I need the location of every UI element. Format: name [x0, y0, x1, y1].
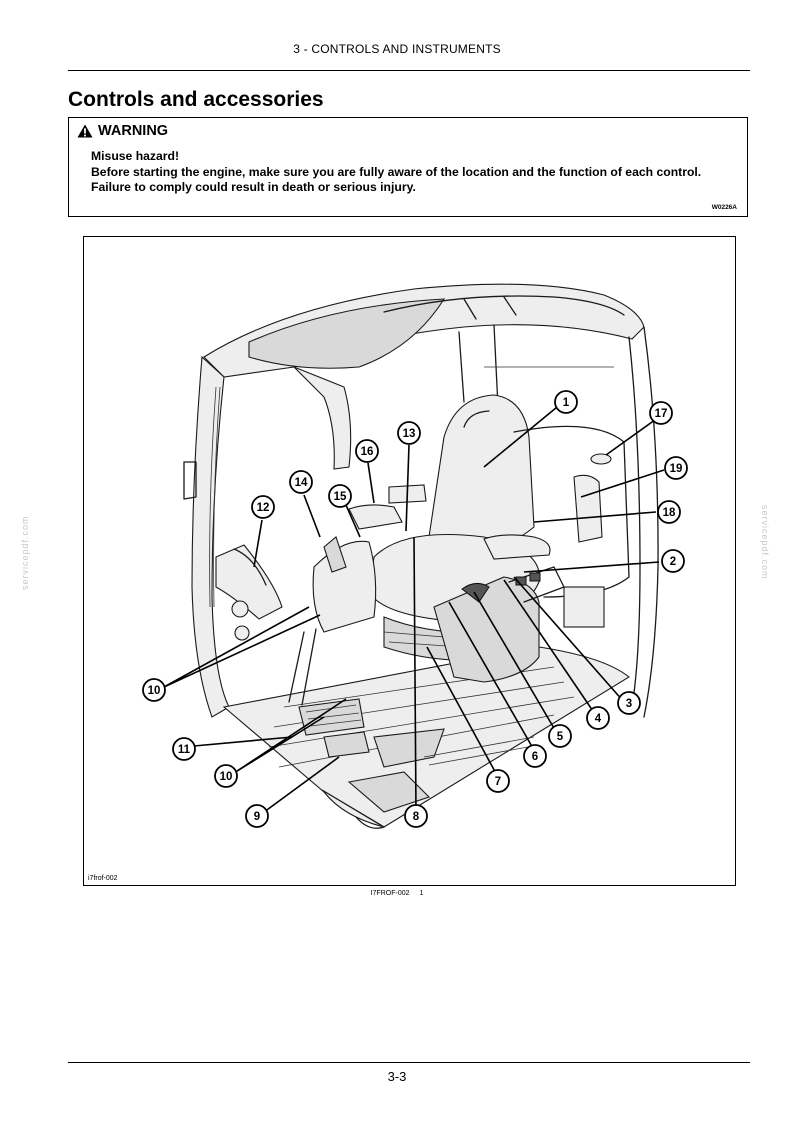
svg-text:16: 16 — [361, 446, 374, 458]
svg-text:13: 13 — [403, 428, 416, 440]
callout-6: 6 — [523, 744, 547, 768]
svg-text:12: 12 — [257, 502, 270, 514]
callout-19: 19 — [664, 456, 688, 480]
footer-rule — [68, 1062, 750, 1063]
cab-illustration: 1 2 3 4 5 6 7 8 9 10 10 11 12 13 14 15 1… — [142, 283, 688, 829]
watermark-left: servicepdf.com — [20, 515, 30, 590]
caption-code: I7FROF-002 — [370, 890, 410, 897]
callout-1: 1 — [554, 390, 578, 414]
svg-text:8: 8 — [413, 811, 420, 823]
callout-3: 3 — [617, 691, 641, 715]
callout-2: 2 — [661, 549, 685, 573]
svg-text:3: 3 — [626, 698, 632, 710]
warning-triangle-icon — [77, 124, 93, 138]
page-number: 3-3 — [387, 1069, 407, 1084]
svg-text:6: 6 — [532, 751, 538, 763]
caption-number: 1 — [419, 890, 424, 897]
figure-code: i7frof-002 — [88, 875, 118, 882]
callout-18: 18 — [657, 500, 681, 524]
warning-line-2: Before starting the engine, make sure yo… — [91, 164, 702, 179]
header-rule — [68, 70, 750, 71]
warning-line-1: Misuse hazard! — [91, 149, 180, 163]
callout-14: 14 — [289, 470, 313, 494]
figure-frame: 1 2 3 4 5 6 7 8 9 10 10 11 12 13 14 15 1… — [83, 236, 736, 886]
warning-heading: WARNING — [77, 123, 168, 139]
svg-text:2: 2 — [670, 556, 676, 568]
leader-lines — [163, 402, 665, 816]
right-console — [433, 566, 565, 683]
svg-text:19: 19 — [670, 463, 683, 475]
callout-9: 9 — [245, 804, 269, 828]
callout-16: 16 — [355, 439, 379, 463]
svg-text:14: 14 — [295, 477, 308, 489]
svg-text:11: 11 — [178, 744, 191, 756]
callout-15: 15 — [328, 484, 352, 508]
warning-label: WARNING — [98, 123, 169, 139]
svg-text:7: 7 — [495, 776, 501, 788]
svg-text:10: 10 — [220, 771, 233, 783]
svg-text:17: 17 — [655, 408, 668, 420]
cab-frame — [183, 283, 659, 718]
warning-text: Misuse hazard! Before starting the engin… — [91, 149, 731, 196]
svg-text:18: 18 — [663, 507, 676, 519]
svg-text:10: 10 — [148, 685, 161, 697]
running-header: 3 - CONTROLS AND INSTRUMENTS — [293, 42, 501, 56]
warning-line-3: Failure to comply could result in death … — [91, 180, 416, 194]
callout-4: 4 — [586, 706, 610, 730]
callout-10-lower: 10 — [214, 764, 238, 788]
svg-text:5: 5 — [557, 731, 564, 743]
callout-17: 17 — [649, 401, 673, 425]
svg-text:1: 1 — [563, 397, 570, 409]
travel-levers — [288, 628, 370, 758]
callout-11: 11 — [172, 737, 196, 761]
callout-8: 8 — [404, 804, 428, 828]
svg-text:15: 15 — [334, 491, 347, 503]
page-title: Controls and accessories — [68, 88, 324, 111]
callout-7: 7 — [486, 769, 510, 793]
callout-13: 13 — [397, 421, 421, 445]
callout-10-upper: 10 — [142, 678, 166, 702]
callout-5: 5 — [548, 724, 572, 748]
cab-floor — [222, 646, 630, 829]
callout-12: 12 — [251, 495, 275, 519]
figure-caption: I7FROF-002 1 — [0, 890, 794, 897]
svg-text:4: 4 — [595, 713, 602, 725]
svg-text:9: 9 — [254, 811, 260, 823]
left-side-panel — [215, 544, 283, 641]
warning-box: WARNING Misuse hazard! Before starting t… — [68, 117, 748, 217]
watermark-right: servicepdf.com — [760, 505, 770, 580]
warning-code: W0226A — [711, 204, 737, 211]
